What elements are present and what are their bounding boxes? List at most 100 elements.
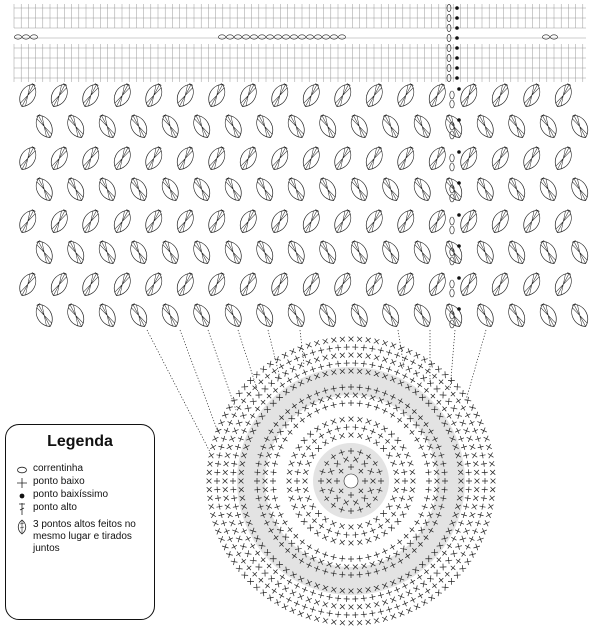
cross-stitch: [258, 412, 266, 420]
tall-stitch-icon: [19, 503, 25, 515]
cross-stitch: [274, 580, 282, 588]
slip-stitch-dot: [455, 76, 459, 80]
cross-stitch: [238, 469, 245, 476]
cross-stitch: [381, 529, 388, 537]
cross-stitch: [221, 411, 229, 419]
plus-stitch: [417, 382, 423, 388]
cluster-stitch: [302, 146, 320, 170]
plus-stitch: [352, 611, 359, 618]
cross-stitch: [394, 436, 402, 444]
chain-stitch: [449, 247, 455, 257]
cross-stitch: [431, 406, 439, 413]
plus-stitch: [441, 469, 448, 476]
plus-stitch: [417, 363, 424, 370]
cross-stitch: [373, 421, 381, 428]
cross-stitch: [235, 390, 243, 397]
cross-stitch: [471, 452, 478, 459]
plus-stitch: [386, 589, 393, 596]
plus-stitch: [235, 551, 242, 557]
plus-stitch: [357, 506, 364, 513]
legend-label: 3 pontos altos feitos no mesmo lugar e t…: [33, 519, 136, 554]
cross-stitch: [373, 617, 380, 624]
cross-stitch: [305, 495, 312, 502]
plus-stitch: [291, 553, 297, 559]
plus-stitch: [257, 452, 264, 459]
plus-stitch: [299, 539, 305, 545]
plus-stitch: [314, 390, 320, 397]
plus-stitch: [254, 469, 261, 476]
cross-stitch: [393, 469, 400, 476]
cluster-stitch: [365, 146, 383, 170]
cross-stitch: [393, 404, 400, 412]
plus-stitch: [322, 404, 329, 411]
plus-stitch: [450, 565, 456, 571]
cluster-stitch: [334, 83, 352, 107]
plus-stitch: [245, 420, 251, 427]
cross-stitch: [309, 400, 317, 408]
cross-stitch: [208, 452, 215, 459]
cross-stitch: [289, 365, 297, 373]
cross-stitch: [373, 370, 380, 378]
cross-stitch: [454, 452, 462, 459]
plus-stitch: [397, 417, 403, 423]
cluster-stitch: [445, 177, 463, 201]
cluster-stitch: [19, 209, 37, 233]
slip-stitch-dot: [455, 26, 459, 30]
plus-stitch: [235, 512, 241, 518]
cross-stitch: [480, 427, 488, 434]
plus-stitch: [402, 373, 408, 379]
cluster-stitch: [161, 114, 179, 138]
plus-stitch: [435, 512, 442, 518]
cross-stitch: [313, 373, 321, 380]
cross-stitch: [459, 535, 467, 543]
cross-stitch: [405, 383, 412, 391]
cross-stitch: [327, 487, 335, 494]
plus-stitch: [401, 486, 408, 493]
plus-stitch: [214, 478, 220, 484]
plus-stitch: [377, 608, 384, 615]
plus-stitch: [279, 382, 285, 388]
cross-stitch: [339, 603, 346, 610]
plus-stitch: [352, 360, 359, 367]
legend-label: ponto baixíssimo: [33, 489, 109, 500]
plus-stitch: [357, 449, 364, 456]
plus-stitch: [255, 495, 262, 502]
plus-stitch: [395, 503, 402, 510]
cluster-stitch: [397, 146, 415, 170]
cross-stitch: [428, 360, 436, 368]
cluster-stitch: [571, 177, 589, 201]
plus-stitch: [441, 406, 447, 412]
cross-stitch: [229, 435, 236, 443]
cross-stitch: [348, 588, 354, 594]
cross-stitch: [214, 427, 222, 434]
cross-stitch: [404, 503, 411, 511]
cluster-stitch: [145, 83, 163, 107]
plus-stitch: [421, 452, 428, 459]
plus-stitch: [343, 531, 350, 538]
plus-stitch: [318, 433, 325, 439]
plus-stitch: [287, 429, 293, 435]
plus-stitch: [356, 571, 363, 578]
cluster-stitch: [539, 303, 557, 327]
plus-stitch: [322, 568, 329, 575]
plus-stitch: [480, 460, 487, 467]
plus-stitch: [417, 592, 424, 599]
plus-stitch: [305, 445, 311, 451]
cluster-stitch: [571, 240, 589, 264]
cross-stitch: [370, 478, 376, 484]
legend-label: correntinha: [33, 463, 84, 474]
plus-stitch: [249, 543, 256, 549]
cluster-stitch: [508, 177, 526, 201]
cross-stitch: [457, 486, 464, 493]
chain-stitch: [330, 34, 338, 40]
cross-stitch: [458, 478, 464, 484]
plus-stitch: [335, 344, 342, 351]
cross-stitch: [294, 545, 302, 553]
chain-stitch: [449, 256, 455, 266]
cross-stitch: [326, 478, 332, 484]
cross-stitch: [239, 412, 247, 419]
cluster-stitch: [554, 209, 572, 233]
cross-stitch: [421, 599, 428, 606]
cross-stitch: [309, 554, 317, 562]
chain-stitch: [266, 34, 274, 40]
